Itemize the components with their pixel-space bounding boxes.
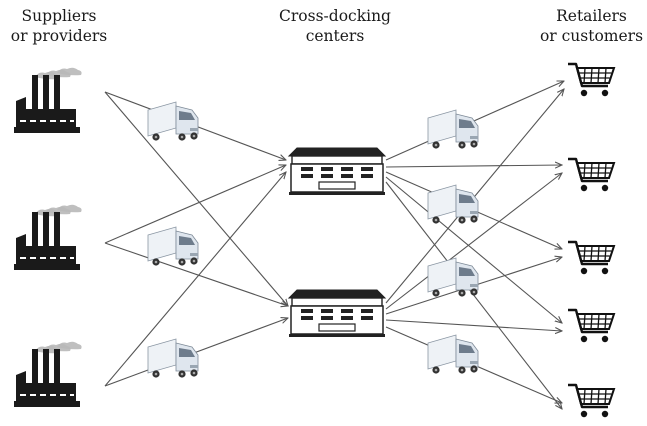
cross-docking-header-line2: centers xyxy=(305,27,365,45)
shopping-cart-icon xyxy=(568,240,616,275)
flow-arrow xyxy=(104,172,286,387)
flow-arrow xyxy=(385,165,562,167)
cross-docking-header: Cross-docking centers xyxy=(260,6,410,46)
retailers-header-line1: Retailers xyxy=(556,7,627,25)
flow-arrow xyxy=(385,81,564,161)
truck-icon xyxy=(427,334,479,374)
flow-arrow xyxy=(104,318,288,387)
flow-arrow xyxy=(385,176,562,323)
factory-icon xyxy=(14,67,82,133)
retailers-header: Retailers or customers xyxy=(536,6,647,46)
warehouse-icon xyxy=(287,147,387,195)
truck-icon xyxy=(147,226,199,266)
flow-arrows xyxy=(104,81,564,409)
shopping-cart-icon xyxy=(568,157,616,192)
flow-arrow xyxy=(104,165,286,244)
truck-icon xyxy=(147,338,199,378)
flow-arrow xyxy=(385,89,564,304)
shopping-cart-icon xyxy=(568,308,616,343)
factory-icon xyxy=(14,341,82,407)
warehouse-icon xyxy=(287,289,387,337)
retailers-header-line2: or customers xyxy=(539,27,644,45)
truck-icon xyxy=(427,109,479,149)
flow-arrow xyxy=(385,173,562,310)
suppliers-header-line2: or providers xyxy=(10,27,108,45)
cross-docking-header-line1: Cross-docking xyxy=(279,7,391,25)
suppliers-header-line1: Suppliers xyxy=(21,7,97,25)
flow-arrow xyxy=(104,242,288,306)
shopping-cart-icon xyxy=(568,383,616,418)
truck-icon xyxy=(427,257,479,297)
flow-arrow xyxy=(104,91,288,306)
suppliers-header: Suppliers or providers xyxy=(0,6,118,46)
factory-icon xyxy=(14,204,82,270)
truck-icon xyxy=(147,101,199,141)
network-nodes xyxy=(14,62,616,418)
flow-arrow xyxy=(385,319,562,331)
shopping-cart-icon xyxy=(568,62,616,97)
truck-icon xyxy=(427,184,479,224)
